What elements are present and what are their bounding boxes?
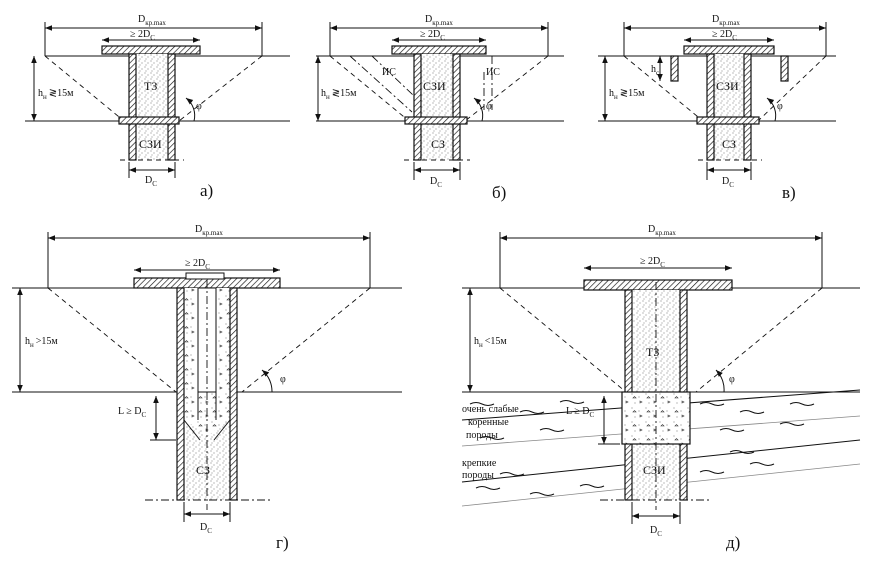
support-ring (696, 116, 760, 125)
svg-text:φ: φ (777, 101, 783, 112)
svg-text:hн≷15м: hн≷15м (321, 88, 357, 101)
svg-text:DС: DС (200, 522, 212, 535)
shaft-wall (176, 287, 185, 501)
collar-slab (683, 45, 775, 55)
svg-text:hн≷15м: hн≷15м (609, 88, 645, 101)
zone-label: ИС (486, 67, 500, 78)
zone-label: СЗИ (139, 137, 162, 151)
svg-text:DС: DС (722, 176, 734, 189)
rock-label: породы (462, 470, 494, 481)
figure-c: Dкр.max ≥ 2DС hс СЗИ СЗ hн≷15м φ DС в) (598, 14, 836, 202)
svg-text:L ≥ DС: L ≥ DС (566, 406, 594, 419)
zone-label: СЗ (196, 463, 210, 477)
svg-text:≥ 2DС: ≥ 2DС (712, 29, 737, 42)
figure-label: в) (782, 183, 796, 202)
svg-text:Dкр.max: Dкр.max (425, 14, 453, 27)
shaft-wall (743, 53, 752, 161)
dkrmax-label: Dкр.max (138, 14, 166, 27)
shaft-wall (452, 53, 461, 161)
svg-text:DС: DС (145, 175, 157, 188)
svg-text:Dкр.max: Dкр.max (712, 14, 740, 27)
figure-d: Dкр.max ≥ 2DС ТЗ СЗИ hн<15м L ≥ DС очень… (461, 224, 861, 552)
figure-label: б) (492, 183, 506, 202)
svg-text:≥ 2DС: ≥ 2DС (420, 29, 445, 42)
figure-label: г) (276, 533, 289, 552)
isolation-pillar (670, 55, 679, 82)
svg-text:Dкр.max: Dкр.max (195, 224, 223, 237)
rock-label: крепкие (462, 458, 497, 469)
rock-label: очень слабые (462, 404, 519, 415)
shaft-wall (413, 53, 422, 161)
zone-label: СЗ (722, 137, 736, 151)
zone-label: ТЗ (144, 79, 157, 93)
svg-text:DС: DС (650, 525, 662, 538)
svg-text:≥ 2DС: ≥ 2DС (185, 258, 210, 271)
collar-slab (583, 279, 733, 291)
svg-text:≥ 2DС: ≥ 2DС (640, 256, 665, 269)
shaft-wall (167, 53, 176, 161)
figure-b: Dкр.max ≥ 2DС СЗИ СЗ ИС ИС hн≷15м φ DС б… (315, 14, 564, 202)
figure-g: Dкр.max ≥ 2DС СЗ hн>15м L ≥ DС φ DС г) (12, 224, 402, 552)
shaft-wall (229, 287, 238, 501)
svg-text:L ≥ DС: L ≥ DС (118, 406, 146, 419)
zone-label: СЗИ (716, 79, 739, 93)
zone-label: ИС (382, 67, 396, 78)
shaft-wall (706, 53, 715, 161)
collar-slab (101, 45, 201, 55)
svg-text:hн<15м: hн<15м (474, 336, 507, 349)
figure-label: д) (726, 533, 740, 552)
svg-text:hн>15м: hн>15м (25, 336, 58, 349)
shaft-wall (128, 53, 137, 161)
svg-text:φ: φ (280, 374, 286, 385)
zone-label: СЗИ (643, 463, 666, 477)
collar-slab (391, 45, 487, 55)
svg-text:φ: φ (196, 101, 202, 112)
rock-label: коренные (468, 417, 509, 428)
figure-label: а) (200, 181, 213, 200)
figure-a: Dкр.max ≥ 2DС ТЗ СЗИ hн≷15м φ DС а) (25, 14, 290, 200)
support-ring (404, 116, 468, 125)
svg-text:DС: DС (430, 176, 442, 189)
zone-label: СЗИ (423, 79, 446, 93)
svg-text:≥ 2DС: ≥ 2DС (130, 29, 155, 42)
svg-text:Dкр.max: Dкр.max (648, 224, 676, 237)
svg-text:hс: hс (651, 64, 659, 77)
svg-text:φ: φ (729, 374, 735, 385)
isolation-pillar (780, 55, 789, 82)
svg-text:hн≷15м: hн≷15м (38, 88, 74, 101)
svg-text:φ: φ (486, 101, 492, 112)
zone-label: СЗ (431, 137, 445, 151)
zone-label: ТЗ (646, 345, 659, 359)
support-ring (118, 116, 180, 125)
rock-label: породы (466, 430, 498, 441)
